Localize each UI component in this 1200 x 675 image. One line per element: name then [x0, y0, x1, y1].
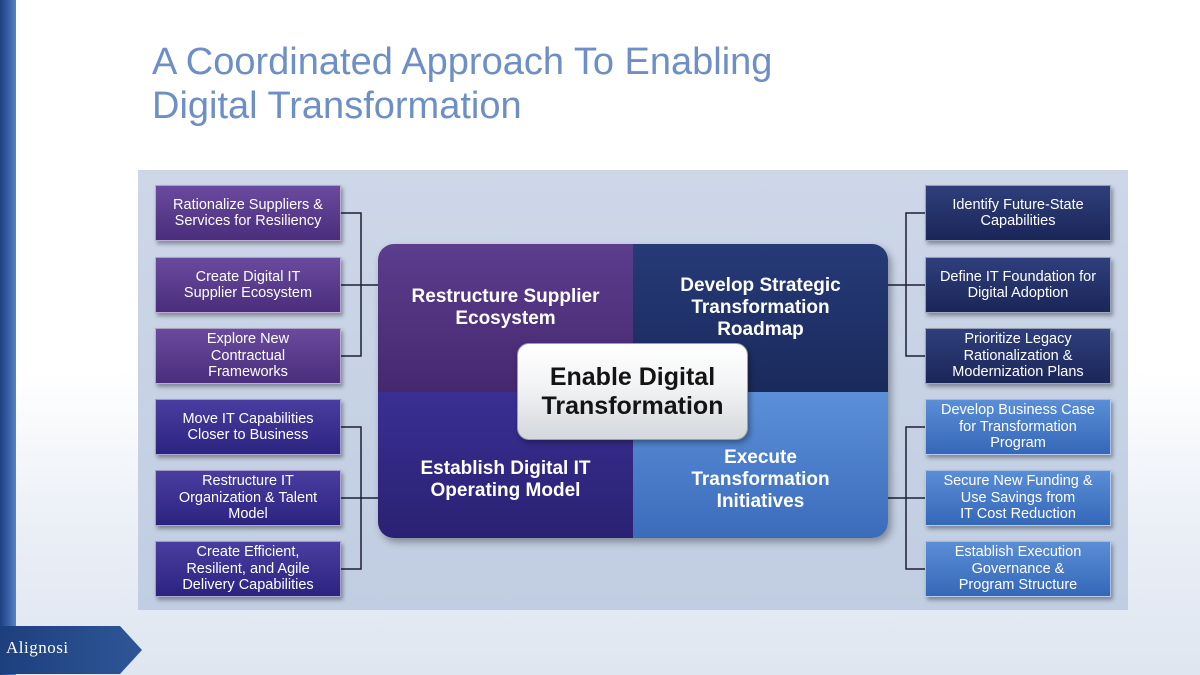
box-rationalize-suppliers: Rationalize Suppliers & Services for Res…: [155, 185, 341, 241]
center-enable-digital-transformation: Enable Digital Transformation: [517, 343, 748, 440]
box-restructure-it-organization: Restructure IT Organization & Talent Mod…: [155, 470, 341, 526]
left-accent-bar: [0, 0, 16, 675]
box-prioritize-legacy: Prioritize Legacy Rationalization & Mode…: [925, 328, 1111, 384]
slide-title-line-2: Digital Transformation: [152, 85, 522, 127]
box-identify-future-state: Identify Future-State Capabilities: [925, 185, 1111, 241]
box-develop-business-case: Develop Business Case for Transformation…: [925, 399, 1111, 455]
alignosi-logo-text: Alignosi: [6, 638, 69, 657]
box-move-it-capabilities: Move IT Capabilities Closer to Business: [155, 399, 341, 455]
alignosi-logo-icon: [0, 626, 142, 674]
box-create-digital-it-supplier-ecosystem: Create Digital IT Supplier Ecosystem: [155, 257, 341, 313]
slide-title: A Coordinated Approach To Enabling Digit…: [152, 40, 1052, 128]
box-secure-new-funding: Secure New Funding & Use Savings from IT…: [925, 470, 1111, 526]
box-establish-execution-governance: Establish Execution Governance & Program…: [925, 541, 1111, 597]
box-create-efficient-delivery: Create Efficient, Resilient, and Agile D…: [155, 541, 341, 597]
box-define-it-foundation: Define IT Foundation for Digital Adoptio…: [925, 257, 1111, 313]
box-explore-new-contractual-frameworks: Explore New Contractual Frameworks: [155, 328, 341, 384]
slide-title-line-1: A Coordinated Approach To Enabling: [152, 41, 773, 83]
quadrant-establish-digital-it-operating-model: Establish Digital IT Operating Model: [378, 392, 633, 538]
